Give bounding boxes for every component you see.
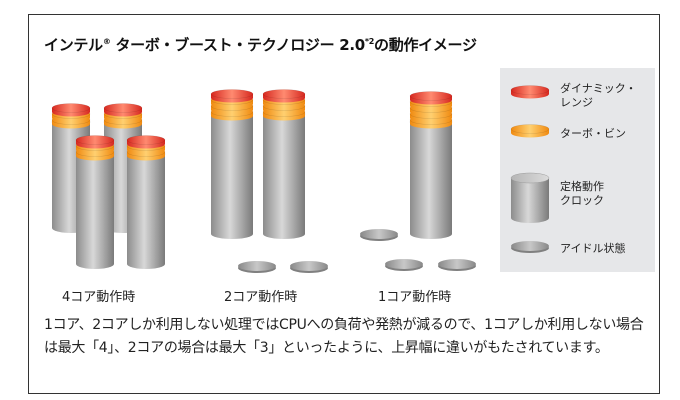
idle-core-1-a — [360, 229, 398, 241]
core-1-active — [409, 91, 453, 239]
cpu-core-cylinder — [409, 116, 453, 239]
group-label-1-core: 1コア動作時 — [378, 290, 452, 305]
dynamic-range-disk — [51, 103, 91, 117]
dynamic-range-disk — [126, 135, 166, 149]
legend-label-turbo-bin: ターボ・ビン — [560, 127, 626, 140]
diagram-title: インテル® ターボ・ブースト・テクノロジー 2.0*2の動作イメージ — [44, 36, 477, 54]
legend-rated-clock-icon — [510, 172, 550, 223]
core-2-left — [210, 89, 254, 239]
group-label-2-cores: 2コア動作時 — [224, 290, 298, 305]
core-4-front-left — [75, 135, 115, 269]
legend-dynamic-range-icon — [510, 85, 550, 99]
legend-label-idle: アイドル状態 — [560, 242, 626, 255]
legend-box — [500, 68, 655, 272]
dynamic-range-disk — [103, 103, 143, 117]
cpu-core-cylinder — [126, 148, 166, 269]
dynamic-range-disk — [409, 91, 453, 105]
core-2-right — [262, 89, 306, 239]
idle-core-1-b — [385, 259, 423, 271]
cpu-core-cylinder — [210, 108, 254, 239]
legend-label-rated-clock: 定格動作 クロック — [560, 180, 604, 207]
dynamic-range-disk — [262, 89, 306, 103]
description-text: 1コア、2コアしか利用しない処理ではCPUへの負荷や発熱が減るので、1コアしか利… — [44, 317, 644, 356]
dynamic-range-disk — [75, 135, 115, 149]
idle-core-1-c — [438, 259, 476, 271]
idle-core-2-a — [238, 261, 276, 273]
cpu-core-cylinder — [262, 108, 306, 239]
legend-idle-icon — [511, 241, 549, 253]
group-label-4-cores: 4コア動作時 — [62, 290, 136, 305]
core-4-front-right — [126, 135, 166, 269]
dynamic-range-disk — [210, 89, 254, 103]
legend-turbo-bin-icon — [510, 124, 550, 138]
legend-label-dynamic-range: ダイナミック・ レンジ — [560, 82, 637, 109]
cpu-core-cylinder — [75, 148, 115, 269]
idle-core-2-b — [290, 261, 328, 273]
